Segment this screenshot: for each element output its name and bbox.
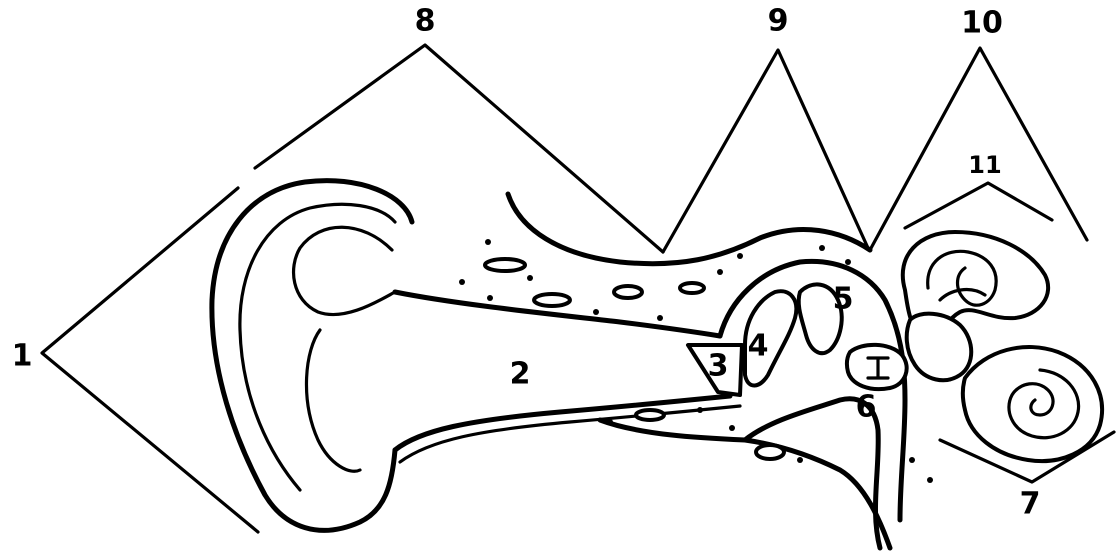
outer-ear (212, 181, 412, 531)
vestibule (907, 314, 972, 381)
label-6: 6 (856, 390, 877, 425)
bracket-11 (905, 183, 1052, 228)
bone-pore (680, 283, 704, 293)
label-5: 5 (833, 282, 854, 317)
bracket-8 (255, 45, 663, 252)
label-3: 3 (708, 349, 729, 384)
pinna-helix-fold (240, 204, 395, 490)
bone-pore (756, 445, 784, 459)
label-2: 2 (510, 357, 531, 392)
label-7: 7 (1020, 487, 1041, 522)
ear-canal (395, 194, 890, 548)
label-1: 1 (12, 339, 33, 374)
pinna-concha (306, 330, 360, 471)
bracket-10 (870, 48, 1087, 250)
pinna-antihelix (294, 227, 395, 314)
bone-pore (614, 286, 642, 298)
label-9: 9 (768, 4, 789, 39)
label-4: 4 (748, 329, 769, 364)
bracket-9 (663, 50, 868, 252)
inner-ear (903, 232, 1102, 461)
label-11: 11 (968, 151, 1001, 179)
canal-lower-wall-inner (400, 406, 740, 462)
label-10: 10 (961, 6, 1003, 41)
label-8: 8 (415, 4, 436, 39)
bone-pore (485, 259, 525, 271)
bone-pore (636, 410, 664, 420)
bone-pore (534, 294, 570, 306)
